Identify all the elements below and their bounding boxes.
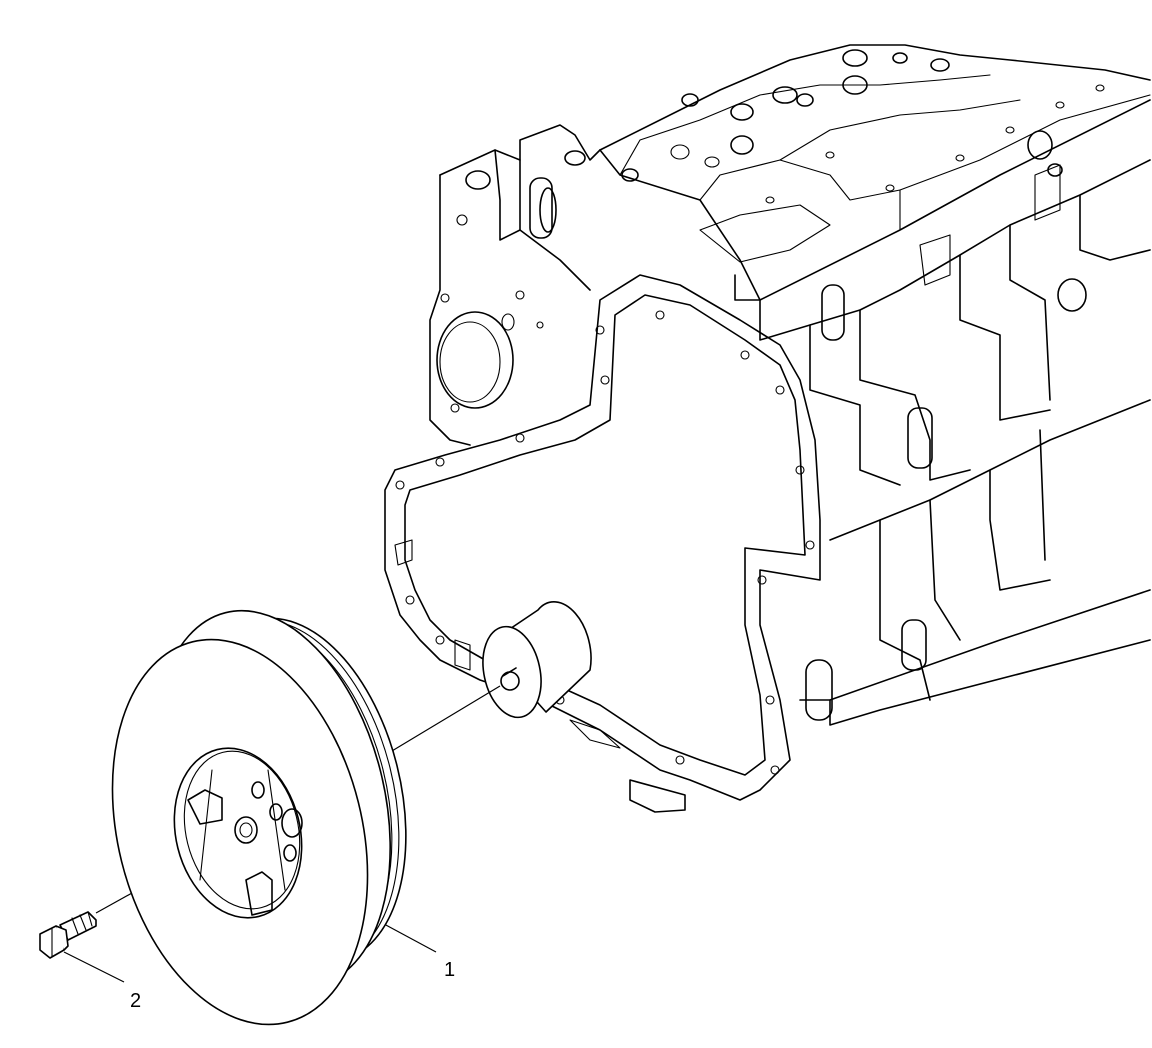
damper-bolt (39, 911, 97, 959)
head-bolt-holes (564, 49, 1105, 312)
vibration-damper-pulley (111, 609, 407, 1026)
front-cover-gasket (384, 274, 821, 813)
callout-part-2: 2 (130, 990, 141, 1012)
hub-center-bore (234, 816, 258, 844)
crankshaft-nose (482, 601, 592, 719)
engine-block (429, 44, 1151, 726)
callout-part-1: 1 (444, 959, 455, 981)
